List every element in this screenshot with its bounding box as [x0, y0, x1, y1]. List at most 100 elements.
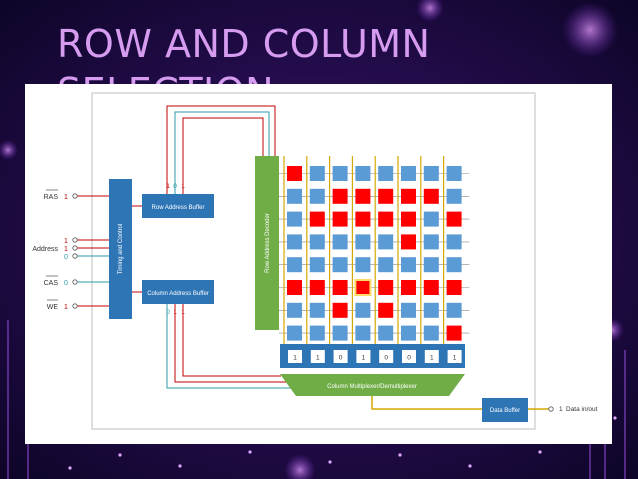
- memory-cell: [378, 325, 394, 341]
- cas-label: CAS: [44, 280, 59, 287]
- selected-memory-cell: [354, 279, 372, 296]
- memory-cell: [378, 257, 394, 273]
- sense-bit-box: [288, 350, 302, 363]
- glow-orb: [284, 454, 316, 479]
- memory-cell: [423, 188, 439, 204]
- memory-cell: [446, 234, 462, 250]
- memory-cell: [446, 325, 462, 341]
- ras-value: 1: [64, 194, 68, 201]
- cas-value: 0: [64, 280, 68, 287]
- memory-cell: [309, 211, 325, 227]
- memory-cell: [355, 166, 371, 181]
- memory-cell: [309, 257, 325, 273]
- column-multiplexer-label: Column Multiplexer/Demultiplexer: [327, 384, 417, 390]
- memory-cell: [423, 280, 439, 295]
- memory-cell: [401, 188, 416, 204]
- row-address-decoder-label: Row Address Decoder: [265, 213, 271, 273]
- memory-cell: [378, 280, 394, 295]
- memory-cell: [309, 325, 325, 341]
- column-address-buffer: [142, 280, 214, 304]
- data-buffer: [482, 398, 528, 422]
- memory-cell: [332, 257, 348, 273]
- memory-cell: [423, 234, 439, 250]
- sense-bit: 0: [339, 355, 343, 362]
- timing-control-block: [109, 179, 132, 319]
- terminal-circles: [72, 193, 78, 309]
- memory-cell: [332, 211, 348, 227]
- address-bit: 1: [64, 246, 68, 253]
- memory-cell: [423, 325, 439, 341]
- sense-bit: 1: [362, 355, 366, 362]
- row-address-decoder: [255, 156, 279, 330]
- data-out-value: 1: [559, 406, 563, 413]
- we-value: 1: [64, 304, 68, 311]
- sense-bit: 1: [453, 355, 457, 362]
- memory-cell: [401, 257, 416, 273]
- address-bit: 1: [64, 238, 68, 245]
- memory-cell: [309, 280, 325, 295]
- glow-orb: [0, 140, 18, 160]
- memory-cell: [446, 302, 462, 318]
- sense-bit: 1: [430, 355, 434, 362]
- memory-cell: [287, 257, 302, 273]
- data-line: [371, 396, 491, 410]
- memory-cell: [309, 188, 325, 204]
- sense-bit-box: [379, 350, 394, 363]
- memory-cell: [287, 325, 302, 341]
- sense-bit: 1: [316, 355, 320, 362]
- row-address-buffer: [142, 194, 214, 218]
- memory-cell: [378, 211, 394, 227]
- sense-bit: 0: [407, 355, 411, 362]
- column-bit: 0: [166, 309, 170, 316]
- sense-bit: 0: [384, 355, 388, 362]
- memory-cell: [287, 211, 302, 227]
- sense-bit-box: [356, 350, 371, 363]
- data-out-label: Data in/out: [566, 406, 598, 413]
- memory-cell: [355, 188, 371, 204]
- memory-cell: [401, 211, 416, 227]
- memory-cell: [446, 188, 462, 204]
- sense-bit-box: [424, 350, 439, 363]
- memory-array: [279, 156, 470, 344]
- data-buffer-label: Data Buffer: [490, 408, 520, 414]
- memory-cell: [378, 166, 394, 181]
- memory-cell: [287, 302, 302, 318]
- sense-bit-box: [447, 350, 462, 363]
- glow-orb: [562, 2, 618, 58]
- column-multiplexer: [280, 374, 465, 396]
- memory-cell: [287, 234, 302, 250]
- memory-cell: [332, 302, 348, 318]
- memory-cell: [423, 257, 439, 273]
- memory-cell: [355, 211, 371, 227]
- diagram-panel: RAS 1 Address 1 1 0 CAS 0 WE 1 Timing an…: [25, 84, 612, 444]
- sense-bit-box: [310, 350, 325, 363]
- memory-cell: [355, 257, 371, 273]
- memory-cell: [446, 280, 462, 295]
- memory-cell: [401, 280, 416, 295]
- memory-cell: [423, 211, 439, 227]
- data-terminal: [548, 406, 554, 412]
- memory-cell: [309, 166, 325, 181]
- sense-bit: 1: [293, 355, 297, 362]
- row-address-buffer-label: Row Address Buffer: [152, 205, 205, 211]
- memory-cell: [378, 188, 394, 204]
- memory-cell: [378, 234, 394, 250]
- light-dots: [68, 416, 617, 470]
- row-address-wires: [166, 105, 276, 194]
- we-label: WE: [47, 304, 59, 311]
- memory-cell: [287, 280, 302, 295]
- memory-cell: [332, 325, 348, 341]
- glow-orb: [416, 0, 444, 22]
- memory-cell: [401, 166, 416, 181]
- timing-control-label: Timing and Control: [118, 224, 124, 274]
- memory-cell: [287, 188, 302, 204]
- memory-cell: [401, 302, 416, 318]
- memory-cell: [309, 302, 325, 318]
- memory-cell: [423, 302, 439, 318]
- sense-bit-box: [333, 350, 348, 363]
- input-wires: [77, 195, 109, 307]
- dram-diagram: RAS 1 Address 1 1 0 CAS 0 WE 1 Timing an…: [32, 92, 598, 430]
- memory-cell: [332, 188, 348, 204]
- sense-bits: 1 1 0 1 0 0 1 1: [288, 350, 462, 363]
- column-address-buffer-label: Column Address Buffer: [147, 291, 209, 297]
